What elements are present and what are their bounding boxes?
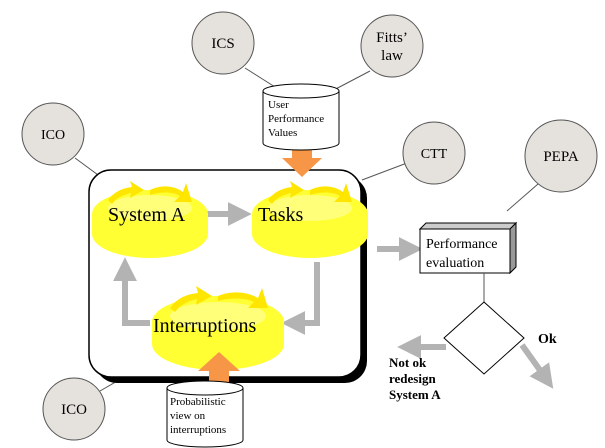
flow-arrows: [113, 202, 554, 389]
circle-fitts: [360, 14, 424, 78]
circle-ico-bottom: [42, 377, 106, 441]
label-ok: Ok: [538, 332, 557, 347]
decision-diamond: [443, 301, 525, 375]
cycle-interruptions: [152, 286, 284, 370]
circle-ics: [191, 11, 255, 75]
label-pepa: PEPA: [543, 149, 578, 165]
label-not-ok-2: redesign: [389, 371, 436, 386]
db-user-performance: [262, 83, 340, 151]
label-interruptions: Interruptions: [153, 315, 257, 337]
label-fitts-2: law: [381, 48, 403, 64]
cycle-tasks: [252, 181, 368, 258]
db-probabilistic: [166, 380, 244, 448]
label-db-user-3: Values: [268, 127, 297, 139]
connector-ctt-box: [361, 162, 408, 181]
labels: ICS Fitts’ law ICO CTT PEPA ICO User Per…: [41, 30, 579, 436]
label-ics: ICS: [211, 36, 234, 52]
connector-pepa-box: [506, 183, 539, 212]
label-ico-top: ICO: [41, 128, 65, 143]
label-db-prob-3: interruptions: [170, 424, 226, 436]
label-ico-bottom: ICO: [61, 402, 87, 418]
circle-pepa: [524, 119, 598, 193]
circle-ctt: [402, 121, 466, 185]
arrow-ok: [519, 343, 554, 389]
cycle-system-a: [92, 181, 208, 258]
label-fitts-1: Fitts’: [376, 30, 408, 46]
orange-arrow-up: [198, 352, 240, 386]
label-db-user-2: Performance: [268, 113, 324, 125]
label-not-ok-1: Not ok: [389, 355, 427, 370]
label-db-prob-2: view on: [170, 410, 206, 422]
label-ctt: CTT: [421, 147, 448, 162]
label-performance-2: evaluation: [426, 256, 484, 271]
label-db-user-1: User: [268, 99, 289, 111]
label-tasks: Tasks: [258, 204, 303, 226]
circle-ico-top: [21, 102, 85, 166]
label-db-prob-1: Probabilistic: [170, 396, 226, 408]
label-not-ok-3: System A: [389, 387, 441, 402]
label-performance-1: Performance: [426, 237, 498, 252]
label-system-a: System A: [108, 204, 186, 226]
arrow-interruptions-to-system: [113, 257, 150, 326]
circles: [21, 11, 598, 441]
performance-box: [418, 221, 518, 275]
arrow-tasks-to-interruptions: [281, 262, 320, 335]
